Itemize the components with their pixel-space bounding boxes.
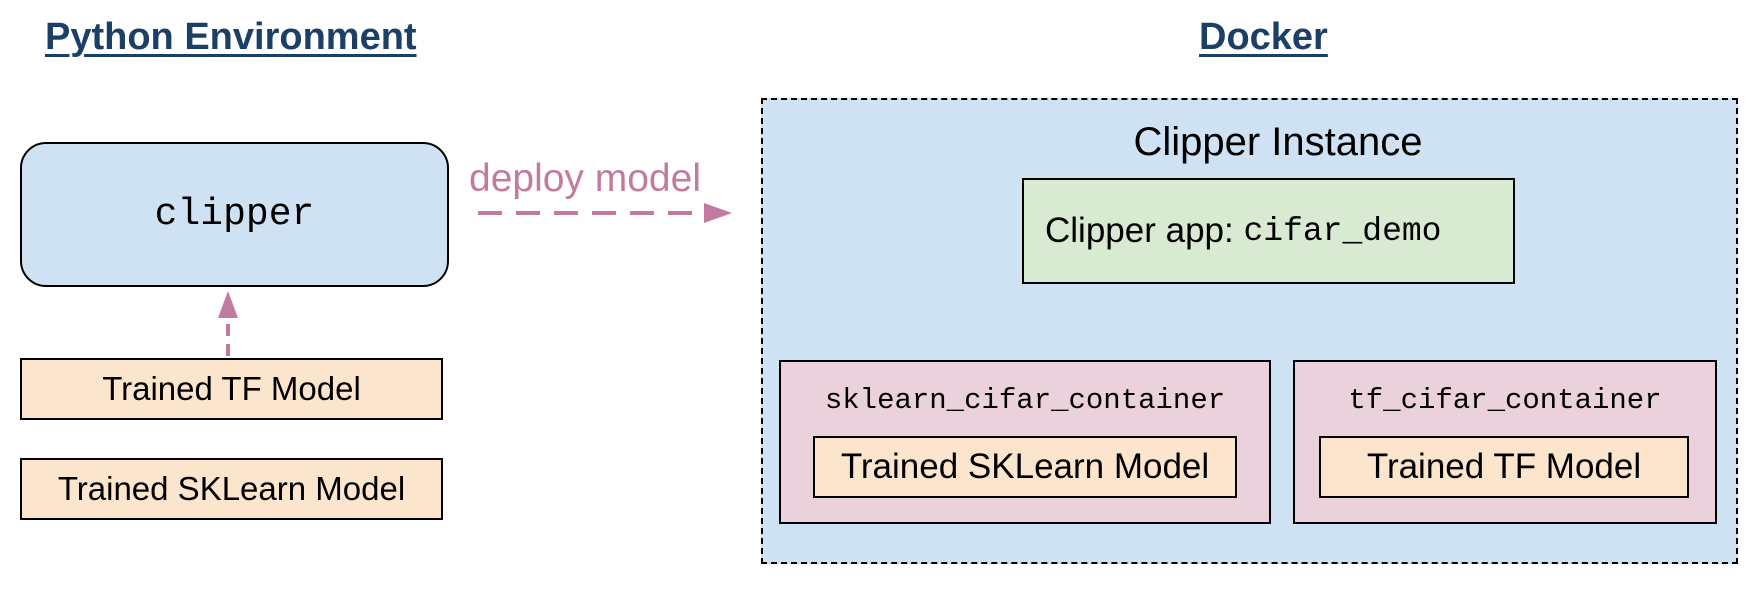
clipper-app-name: cifar_demo [1243, 212, 1442, 250]
clipper-instance-title: Clipper Instance [1133, 120, 1423, 164]
python-environment-heading: Python Environment [45, 16, 417, 58]
tf-container-label: tf_cifar_container [1348, 384, 1662, 417]
clipper-app-label: Clipper app: [1045, 211, 1244, 250]
local-sklearn-model-box: Trained SKLearn Model [20, 458, 443, 520]
deploy-arrow [478, 203, 732, 223]
deploy-model-label: deploy model [469, 157, 701, 200]
clipper-client-box: clipper [20, 142, 449, 287]
sklearn-container-label: sklearn_cifar_container [824, 384, 1226, 417]
clipper-app-box: Clipper app: cifar_demo [1022, 178, 1515, 284]
upload-arrow [218, 291, 238, 356]
docker-heading: Docker [1199, 16, 1328, 58]
docker-sklearn-model-box: Trained SKLearn Model [813, 436, 1237, 498]
docker-tf-model-box: Trained TF Model [1319, 436, 1689, 498]
local-tf-model-box: Trained TF Model [20, 358, 443, 420]
